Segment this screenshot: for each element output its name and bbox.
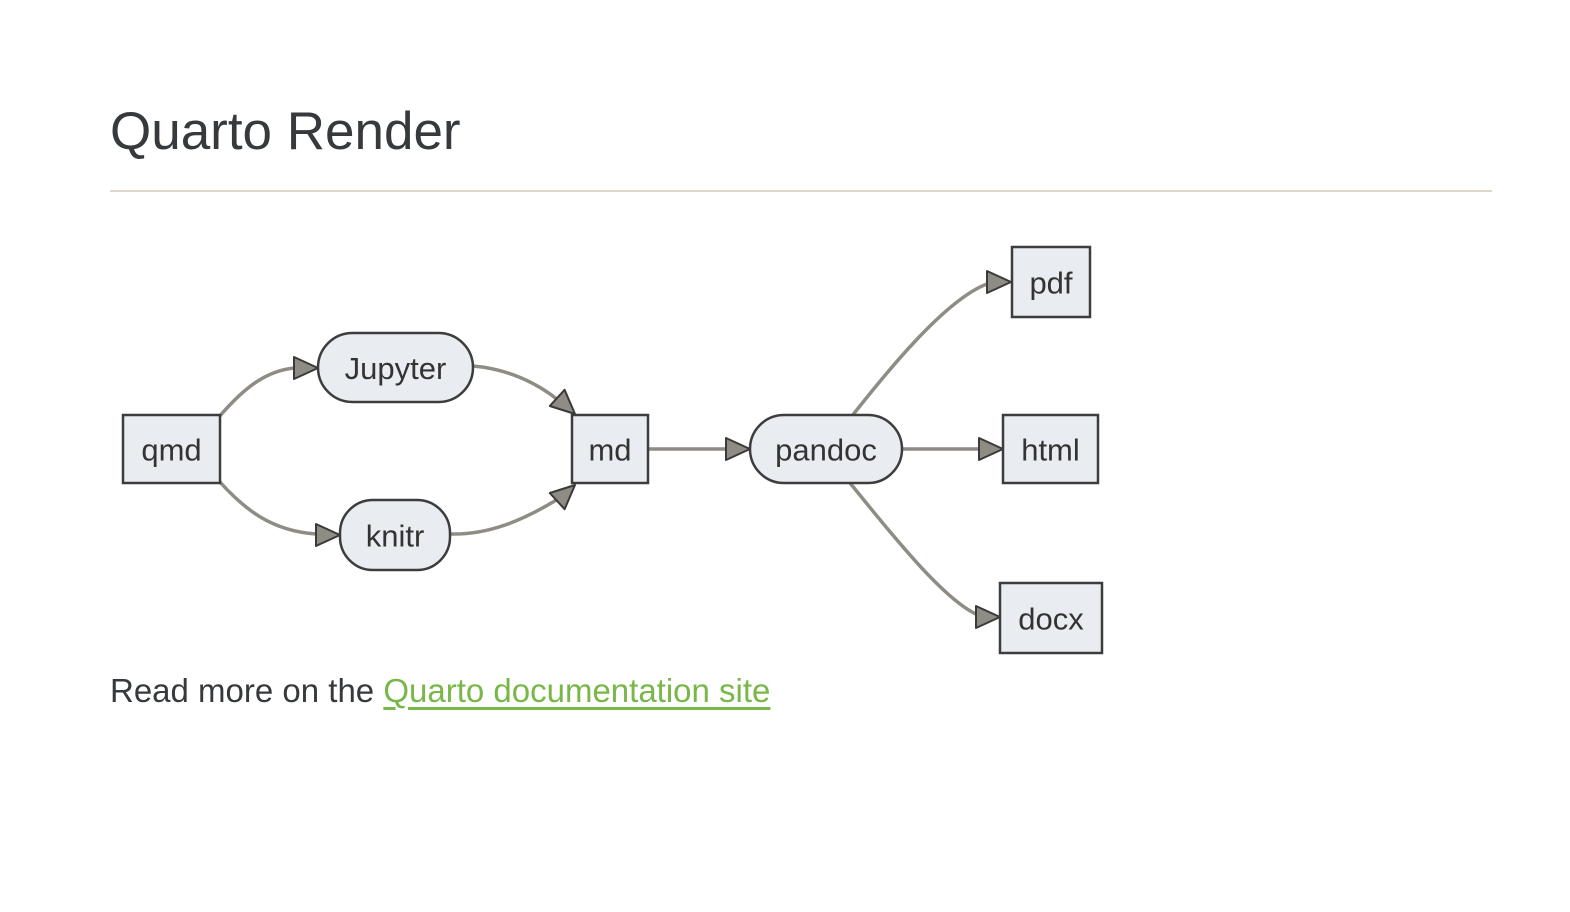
- arrowhead-icon: [978, 437, 1004, 461]
- edge-knitr-md: [449, 497, 559, 536]
- svg-text:pandoc: pandoc: [775, 433, 877, 468]
- svg-text:Jupyter: Jupyter: [345, 351, 447, 386]
- node-pdf: pdf: [1010, 245, 1092, 319]
- svg-text:qmd: qmd: [141, 433, 201, 468]
- read-more-text: Read more on the Quarto documentation si…: [110, 672, 770, 710]
- arrowhead-icon: [975, 605, 1001, 629]
- svg-text:pdf: pdf: [1029, 266, 1072, 301]
- node-md: md: [570, 413, 650, 485]
- svg-text:knitr: knitr: [366, 519, 425, 554]
- page-title: Quarto Render: [110, 102, 461, 161]
- read-more-prefix: Read more on the: [110, 672, 384, 709]
- edge-qmd-knitr: [217, 479, 317, 536]
- arrowhead-icon: [986, 270, 1012, 294]
- arrowhead-icon: [548, 484, 576, 511]
- node-knitr: knitr: [338, 498, 452, 572]
- node-jupyter: Jupyter: [316, 331, 475, 404]
- edge-pandoc-pdf: [850, 282, 988, 418]
- node-docx: docx: [998, 581, 1104, 655]
- edge-pandoc-docx: [848, 481, 977, 616]
- node-qmd: qmd: [121, 413, 222, 485]
- title-divider: [110, 190, 1492, 192]
- arrowhead-icon: [315, 523, 341, 547]
- svg-text:html: html: [1021, 433, 1080, 468]
- node-pandoc: pandoc: [748, 413, 904, 485]
- quarto-documentation-link[interactable]: Quarto documentation site: [383, 672, 771, 709]
- edge-jupyter-md: [472, 364, 560, 402]
- node-html: html: [1001, 413, 1100, 485]
- edge-qmd-jupyter: [217, 366, 295, 419]
- arrowhead-icon: [293, 356, 319, 380]
- arrowhead-icon: [725, 437, 751, 461]
- svg-text:md: md: [588, 433, 631, 468]
- arrowhead-icon: [548, 388, 576, 415]
- svg-text:docx: docx: [1018, 602, 1084, 637]
